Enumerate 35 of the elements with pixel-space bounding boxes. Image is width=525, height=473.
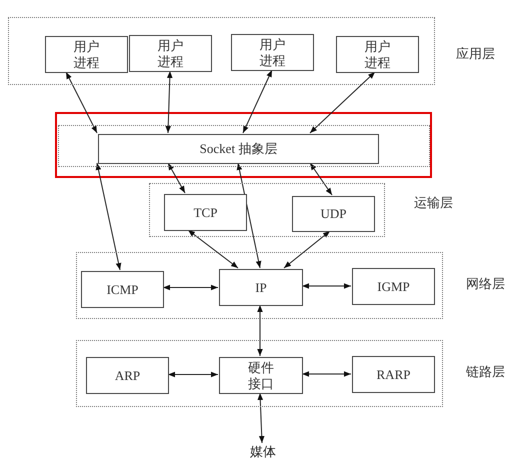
dotted-frame — [58, 125, 430, 167]
arrow — [168, 372, 218, 378]
protocol-box: TCP — [164, 194, 247, 231]
arrow — [310, 162, 332, 196]
arrow — [236, 162, 262, 268]
protocol-box: 用户进程 — [45, 36, 128, 73]
layer-heading: 运输层 — [414, 194, 453, 212]
layer-heading: 应用层 — [456, 45, 495, 63]
arrow — [162, 284, 218, 290]
arrow — [257, 392, 265, 444]
protocol-box: Socket 抽象层 — [98, 134, 379, 164]
protocol-box: RARP — [352, 356, 435, 393]
protocol-box: 用户进程 — [129, 35, 212, 72]
arrow — [96, 162, 122, 270]
protocol-box: 用户进程 — [336, 36, 419, 73]
protocol-box: 用户进程 — [231, 34, 314, 71]
arrow — [310, 72, 376, 134]
layer-heading: 链路层 — [466, 363, 505, 381]
layer-heading: 网络层 — [466, 275, 505, 293]
arrow — [302, 371, 352, 377]
protocol-box: UDP — [292, 196, 375, 232]
arrow — [168, 162, 186, 194]
arrow — [242, 70, 272, 134]
arrow — [165, 70, 173, 134]
arrow — [66, 72, 98, 134]
protocol-box: 硬件接口 — [219, 357, 303, 394]
arrow — [284, 230, 330, 268]
protocol-box: ICMP — [81, 271, 164, 308]
protocol-box: ARP — [86, 357, 169, 394]
protocol-box: IGMP — [352, 268, 435, 305]
arrow — [188, 230, 238, 268]
media-label: 媒体 — [250, 443, 276, 462]
arrow — [302, 283, 352, 289]
protocol-box: IP — [219, 269, 303, 306]
arrow — [257, 304, 263, 356]
